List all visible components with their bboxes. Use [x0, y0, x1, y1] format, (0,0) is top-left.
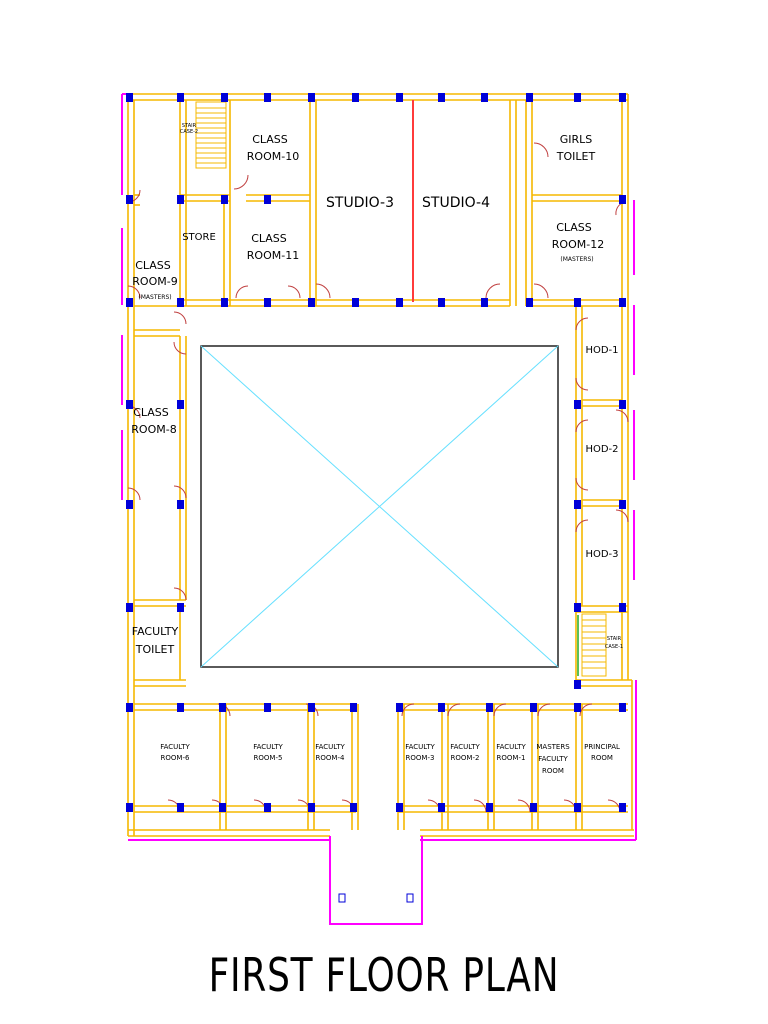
label-hod-2: HOD-2 — [585, 444, 618, 455]
label-store: STORE — [182, 232, 216, 243]
stair-case-2 — [195, 101, 227, 169]
stair-case-1 — [577, 613, 607, 677]
doors — [127, 142, 629, 813]
label-studio-4: STUDIO-4 — [422, 195, 490, 211]
label-hod-3: HOD-3 — [585, 549, 618, 560]
top-row-walls — [134, 100, 622, 337]
courtyard — [200, 345, 559, 668]
columns — [126, 93, 626, 903]
label-hod-1: HOD-1 — [585, 345, 618, 356]
left-side-walls — [134, 336, 187, 687]
label-studio-3: STUDIO-3 — [326, 195, 394, 211]
right-side-walls — [575, 306, 632, 687]
plan-title: FIRST FLOOR PLAN — [208, 948, 560, 1002]
